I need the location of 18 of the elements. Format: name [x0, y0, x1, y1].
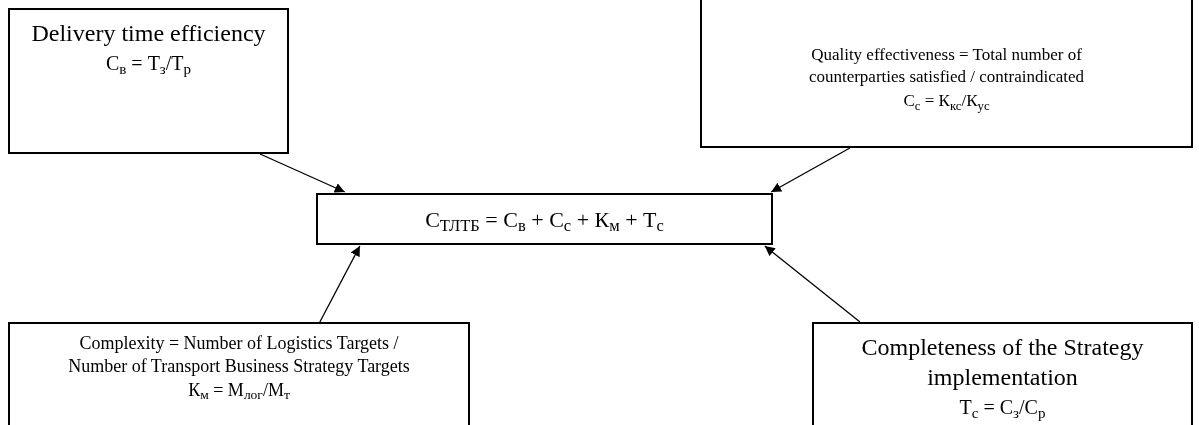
formula-box — [700, 0, 1193, 148]
arrow — [764, 245, 861, 323]
formula-text: Т$_{с}$ = С$_{з}$/С$_{р}$ — [959, 395, 1046, 422]
arrow — [770, 147, 851, 193]
formula-text: С$_{с}$ = К$_{кс}$/К$_{ус}$ — [903, 90, 990, 114]
formula-text: К$_{м}$ = М$_{лог}$/М$_{т}$ — [188, 379, 290, 404]
box-heading: Completeness of the Strategy implementation — [860, 333, 1145, 392]
formula-box — [316, 193, 773, 245]
box-heading: Quality effectiveness = Total number of counterparties satisfied / contraindicated — [807, 44, 1086, 89]
box-heading: Complexity = Number of Logistics Targets / Number of Transport Business Strategy Targets — [67, 332, 411, 377]
box-heading: Delivery time efficiency — [31, 19, 266, 48]
formula-box — [812, 322, 1193, 425]
arrow — [319, 245, 361, 323]
formula-text: С$_{в}$ = Т$_{з}$/Т$_{р}$ — [105, 51, 192, 78]
formula-box — [8, 8, 289, 154]
arrow — [259, 153, 346, 193]
formula-text: С$_{ТЛТБ}$ = С$_{в}$ + С$_{с}$ + К$_{м}$ + Т$_{с}$ — [425, 205, 664, 236]
formula-box — [8, 322, 470, 425]
